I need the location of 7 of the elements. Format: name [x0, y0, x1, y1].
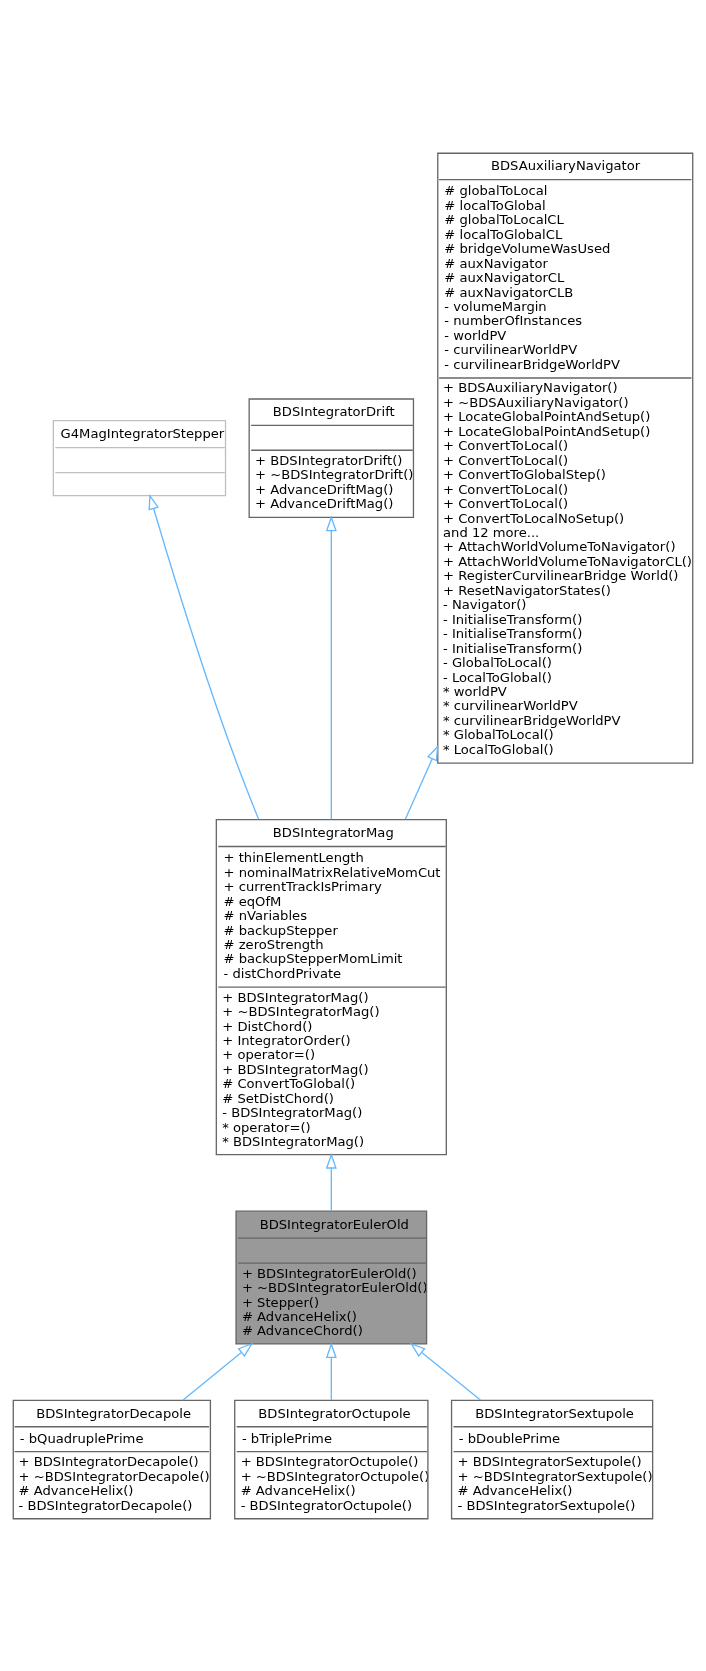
- arrow: [325, 1152, 337, 1212]
- arrow: [148, 493, 260, 820]
- arrow: [325, 514, 337, 820]
- arrow: [409, 1342, 482, 1401]
- arrow: [404, 744, 439, 820]
- arrow: [325, 1341, 337, 1401]
- arrow: [182, 1342, 254, 1401]
